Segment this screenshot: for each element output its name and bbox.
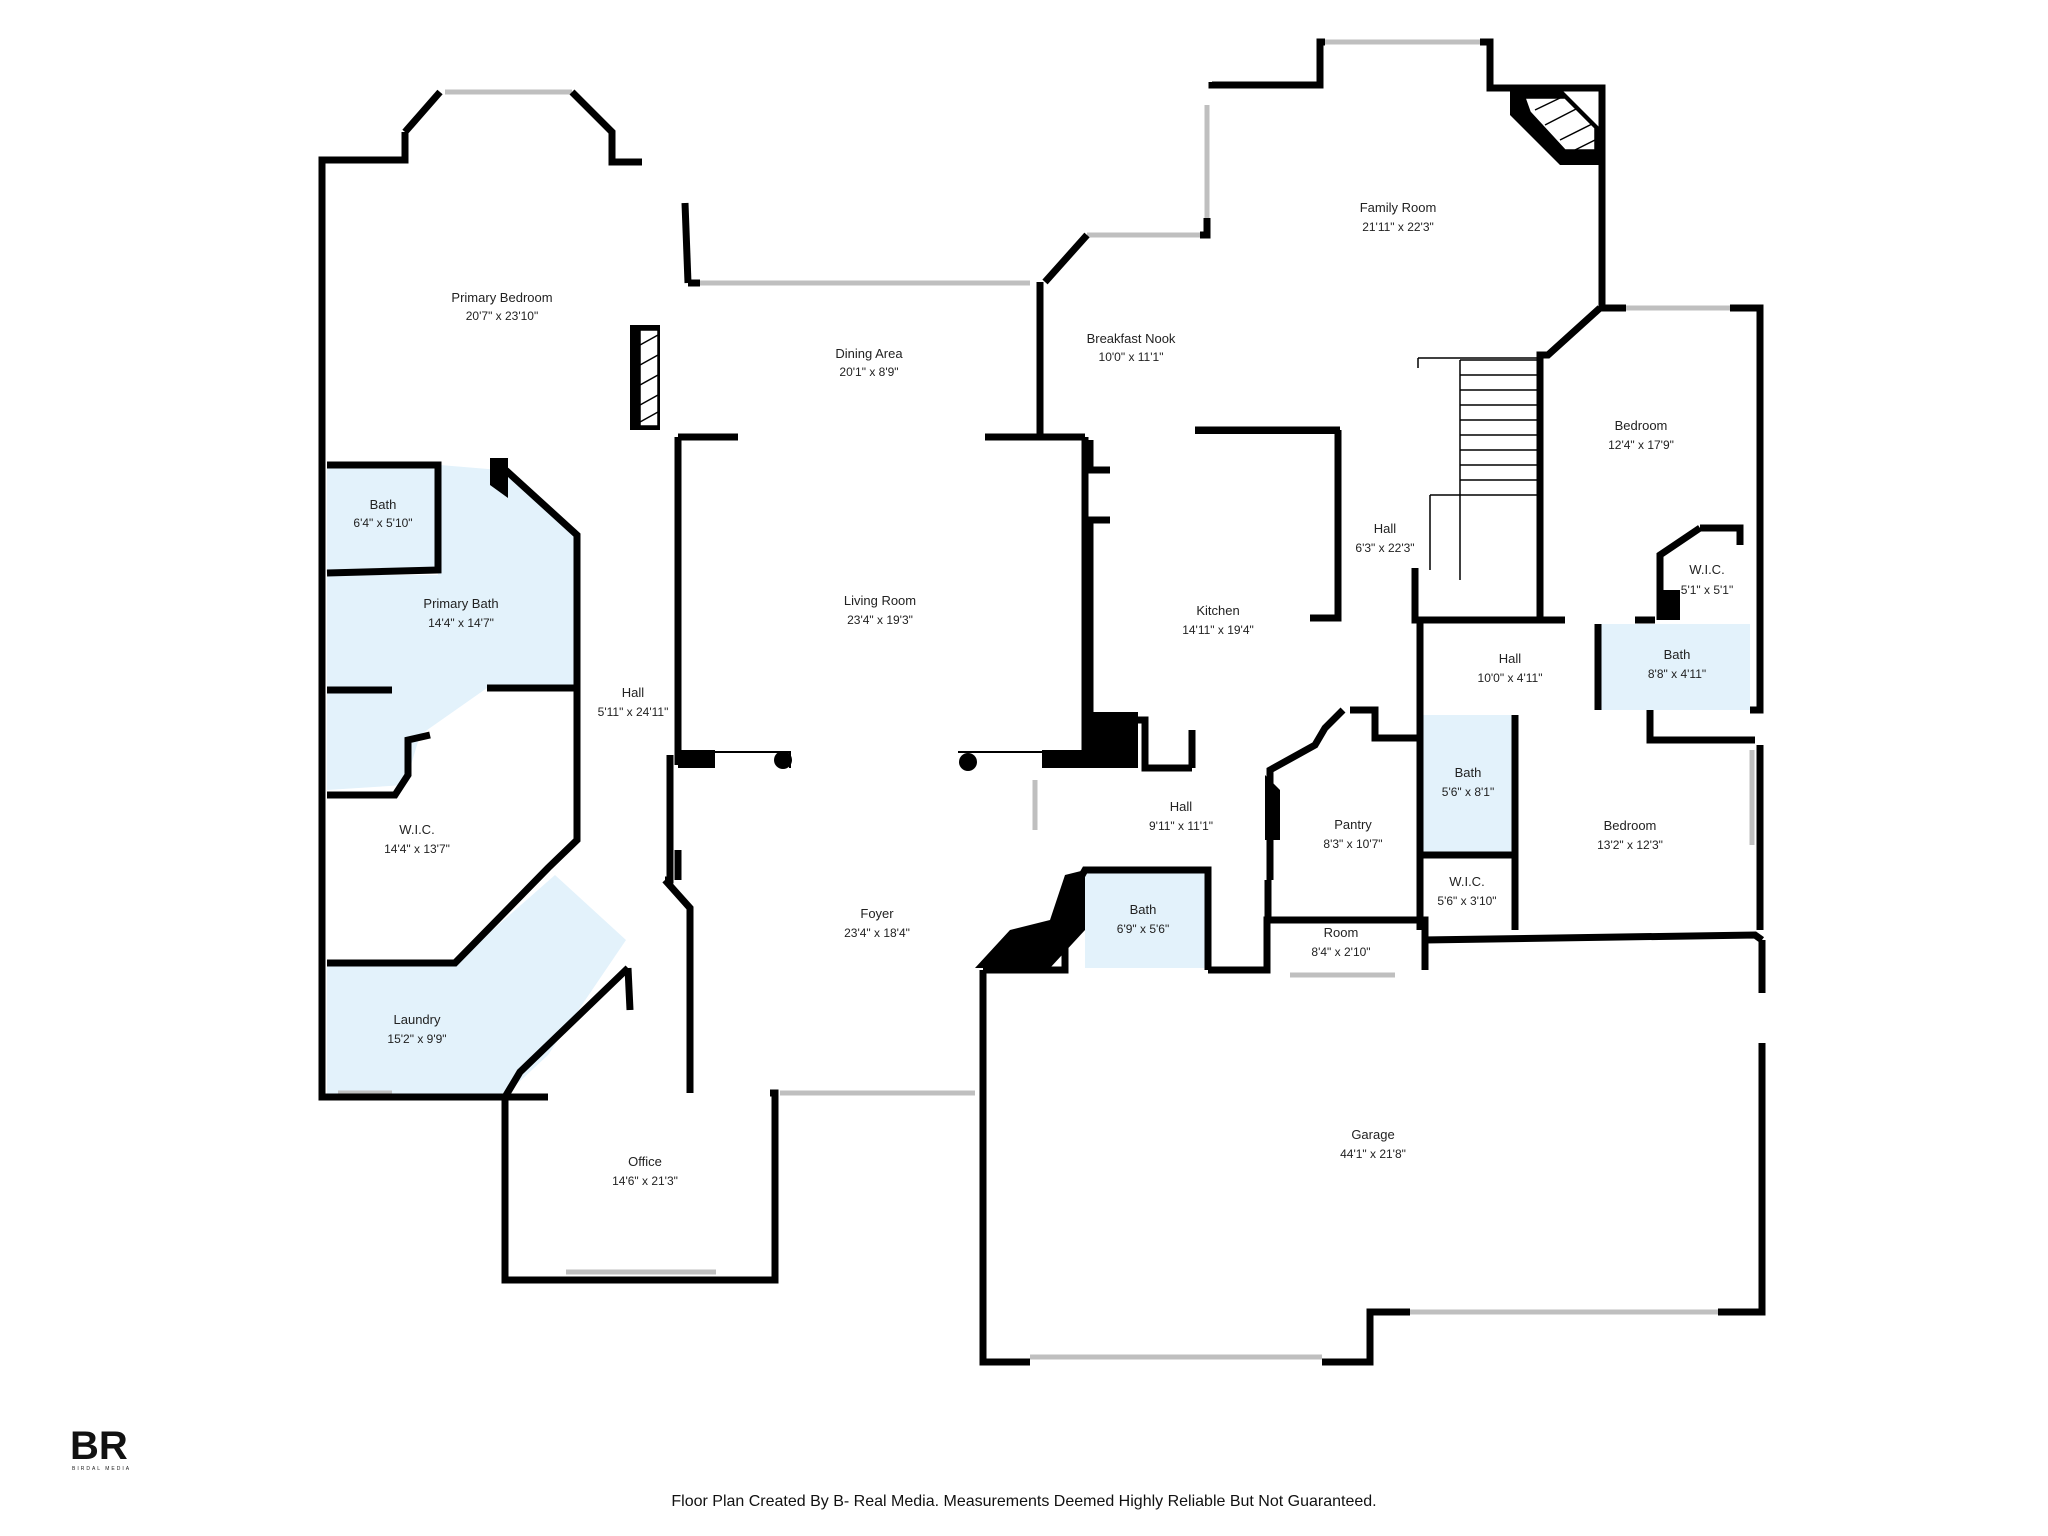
label-primary-bath: Primary Bath (423, 596, 498, 611)
dim-family-room: 21'11" x 22'3" (1362, 220, 1434, 234)
label-primary-bedroom: Primary Bedroom (451, 290, 552, 305)
br-logo: BR BIRDAL MEDIA (70, 1424, 131, 1472)
wic-block (1660, 590, 1680, 620)
dim-bath-east: 8'8" x 4'11" (1648, 667, 1706, 681)
label-kitchen: Kitchen (1196, 603, 1239, 618)
label-wic-mid: W.I.C. (1449, 874, 1484, 889)
column-round-left (774, 751, 792, 769)
dim-bath-primary-small: 6'4" x 5'10" (353, 516, 412, 530)
primary-bath-fill (327, 465, 577, 790)
bath-corner (490, 458, 508, 498)
dim-hall-center: 6'3" x 22'3" (1355, 541, 1414, 555)
label-hall-west: Hall (622, 685, 645, 700)
dim-bath-mid: 5'6" x 8'1" (1442, 785, 1494, 799)
dim-primary-bedroom: 20'7" x 23'10" (466, 309, 539, 323)
round-columns (774, 751, 977, 771)
dim-dining-area: 20'1" x 8'9" (839, 365, 898, 379)
label-laundry: Laundry (394, 1012, 441, 1027)
label-office: Office (628, 1154, 662, 1169)
kitchen-block (1085, 712, 1138, 768)
dim-wic-primary: 14'4" x 13'7" (384, 842, 450, 856)
dim-bedroom-upper: 12'4" x 17'9" (1608, 438, 1674, 452)
label-dining-area: Dining Area (835, 346, 903, 361)
label-family-room: Family Room (1360, 200, 1437, 215)
bath-primary-small-fill (327, 465, 438, 570)
foyer-curve (975, 870, 1085, 968)
hatch-marks (639, 97, 1596, 427)
dim-primary-bath: 14'4" x 14'7" (428, 616, 494, 630)
label-wic-small: W.I.C. (1689, 562, 1724, 577)
label-garage: Garage (1351, 1127, 1394, 1142)
dim-hall-south: 9'11" x 11'1" (1149, 819, 1213, 833)
label-hall-east: Hall (1499, 651, 1522, 666)
label-bath-powder: Bath (1130, 902, 1157, 917)
dim-hall-west: 5'11" x 24'11" (598, 705, 669, 719)
dim-wic-mid: 5'6" x 3'10" (1437, 894, 1496, 908)
stairs (1417, 357, 1540, 580)
label-breakfast-nook: Breakfast Nook (1087, 331, 1176, 346)
label-room-small: Room (1324, 925, 1359, 940)
logo-mark: BR (70, 1424, 128, 1468)
dim-foyer: 23'4" x 18'4" (844, 926, 910, 940)
windows (319, 39, 1755, 1360)
dim-room-small: 8'4" x 2'10" (1311, 945, 1370, 959)
dim-kitchen: 14'11" x 19'4" (1182, 623, 1254, 637)
dim-hall-east: 10'0" x 4'11" (1478, 671, 1543, 685)
label-wic-primary: W.I.C. (399, 822, 434, 837)
label-hall-center: Hall (1374, 521, 1397, 536)
label-living-room: Living Room (844, 593, 916, 608)
column-right (1042, 750, 1090, 768)
walls (318, 38, 1766, 1366)
dim-office: 14'6" x 21'3" (612, 1174, 678, 1188)
column-left (678, 750, 715, 768)
label-bedroom-upper: Bedroom (1615, 418, 1668, 433)
dim-living-room: 23'4" x 19'3" (847, 613, 913, 627)
label-bath-east: Bath (1664, 647, 1691, 662)
pantry-block (1265, 775, 1280, 840)
logo-subtitle: BIRDAL MEDIA (72, 1466, 131, 1472)
footer-disclaimer: Floor Plan Created By B- Real Media. Mea… (671, 1493, 1377, 1510)
label-foyer: Foyer (860, 906, 894, 921)
dim-pantry: 8'3" x 10'7" (1323, 837, 1382, 851)
column-round-right (959, 753, 977, 771)
label-hall-south: Hall (1170, 799, 1193, 814)
dim-breakfast-nook: 10'0" x 11'1" (1099, 350, 1164, 364)
dim-bath-powder: 6'9" x 5'6" (1117, 922, 1169, 936)
laundry-fill (327, 875, 626, 1095)
label-bath-mid: Bath (1455, 765, 1482, 780)
bath-east-fill (1598, 624, 1750, 710)
dim-garage: 44'1" x 21'8" (1340, 1147, 1406, 1161)
dim-bedroom-lower: 13'2" x 12'3" (1597, 838, 1663, 852)
bath-mid-fill (1418, 715, 1515, 855)
label-bath-primary-small: Bath (370, 497, 397, 512)
kitchen-counter (715, 432, 1337, 768)
dim-laundry: 15'2" x 9'9" (387, 1032, 446, 1046)
label-pantry: Pantry (1334, 817, 1372, 832)
room-labels: Primary Bedroom 20'7" x 23'10" Dining Ar… (353, 200, 1733, 1188)
dim-wic-small: 5'1" x 5'1" (1681, 583, 1733, 597)
bath-powder-fill (1085, 870, 1205, 968)
label-bedroom-lower: Bedroom (1604, 818, 1657, 833)
